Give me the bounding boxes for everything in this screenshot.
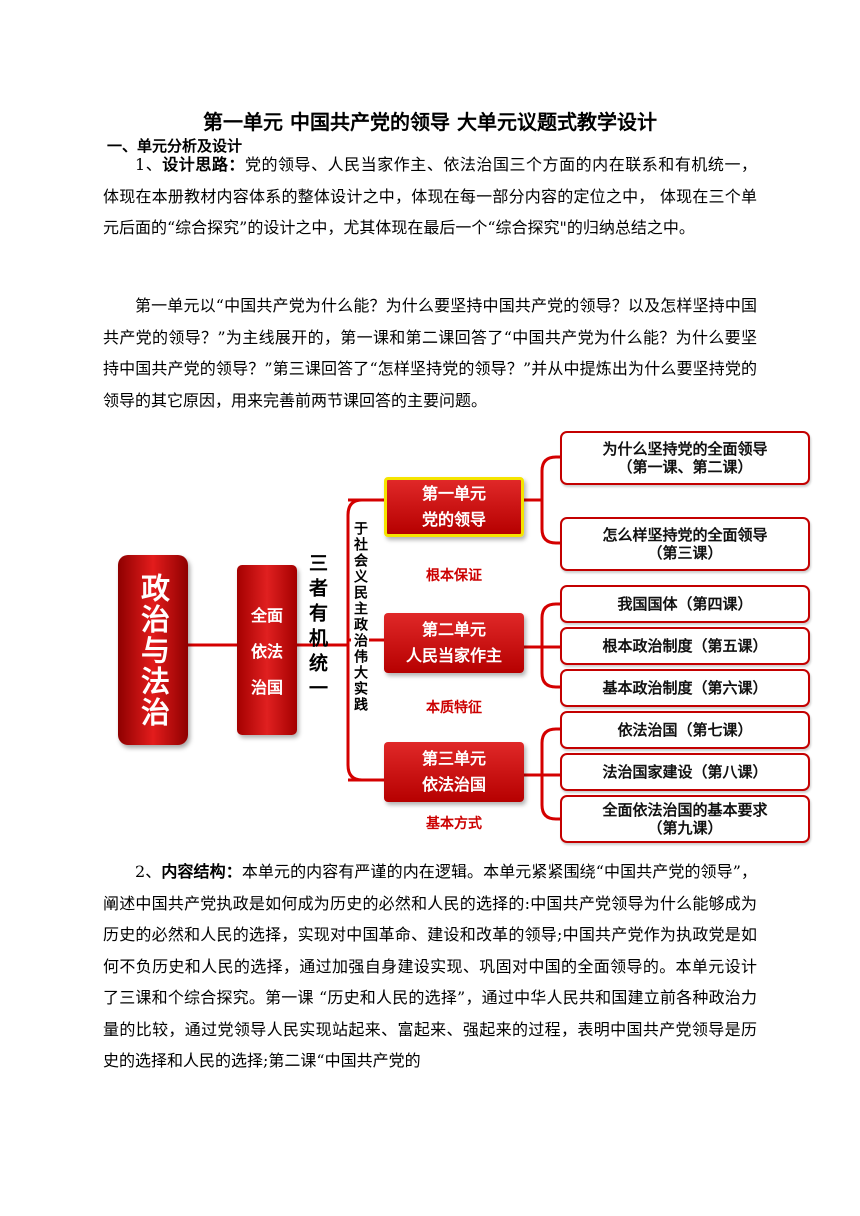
lesson-box: 怎么样坚持党的全面领导 （第三课） xyxy=(560,517,810,571)
unit-two-title: 第二单元 xyxy=(421,620,486,639)
lesson-box: 根本政治制度（第五课） xyxy=(560,627,810,665)
paragraph-unit-main-line: 第一单元以“中国共产党为什么能？为什么要坚持中国共产党的领导？以及怎样坚持中国共… xyxy=(103,296,757,410)
unit-three-subtitle: 依法治国 xyxy=(421,775,486,794)
unit-one-box: 第一单元 党的领导 xyxy=(384,477,524,537)
lesson-text: 怎么样坚持党的全面领导 xyxy=(602,526,768,544)
lesson-box: 为什么坚持党的全面领导 （第一课、第二课） xyxy=(560,431,810,485)
para-label: 内容结构： xyxy=(161,862,242,881)
lesson-box: 全面依法治国的基本要求 （第九课） xyxy=(560,795,810,843)
unit-three-title: 第三单元 xyxy=(421,749,486,768)
lesson-text: 全面依法治国的基本要求 xyxy=(602,801,768,819)
unit-three-label: 基本方式 xyxy=(426,816,482,832)
unit-three-box: 第三单元 依法治国 xyxy=(384,742,524,802)
lesson-text: 基本政治制度（第六课） xyxy=(602,679,768,697)
paragraph-design-idea: 1、设计思路：党的领导、人民当家作主、依法治国三个方面的内在联系和有机统一， 体… xyxy=(103,149,757,244)
law-text-2: 依法 xyxy=(250,642,283,661)
lesson-text: 根本政治制度（第五课） xyxy=(602,637,768,655)
lesson-subtext: （第一课、第二课） xyxy=(617,458,753,476)
organic-unity-text: 三者有机统一 xyxy=(306,553,328,703)
lesson-text: 为什么坚持党的全面领导 xyxy=(602,440,768,458)
paragraph-content-structure: 2、内容结构：本单元的内容有严谨的内在逻辑。本单元紧紧围绕“中国共产党的领导”，… xyxy=(103,856,757,1077)
lesson-text: 我国国体（第四课） xyxy=(617,595,753,613)
unit-one-label: 根本保证 xyxy=(426,568,482,584)
unit-two-box: 第二单元 人民当家作主 xyxy=(384,613,524,673)
politics-and-law-box: 政治与法治 xyxy=(118,555,188,745)
lesson-text: 法治国家建设（第八课） xyxy=(602,763,768,781)
lesson-subtext: （第九课） xyxy=(647,819,723,837)
lesson-box: 法治国家建设（第八课） xyxy=(560,753,810,791)
para-text: 党的领导、人民当家作主、依法治国三个方面的内在联系和有机统一， 体现在本册教材内… xyxy=(103,155,757,237)
law-text-1: 全面 xyxy=(250,606,283,625)
para-prefix: 1、 xyxy=(135,155,163,174)
para-prefix: 2、 xyxy=(135,862,162,881)
para-text: 本单元的内容有严谨的内在逻辑。本单元紧紧围绕“中国共产党的领导”，阐述中国共产党… xyxy=(103,862,757,1070)
page-title: 第一单元 中国共产党的领导 大单元议题式教学设计 xyxy=(203,110,657,134)
unit-two-label: 本质特征 xyxy=(426,700,482,716)
comprehensive-rule-of-law-box: 全面 依法 治国 xyxy=(237,565,297,735)
lesson-box: 依法治国（第七课） xyxy=(560,711,810,749)
unit-one-subtitle: 党的领导 xyxy=(421,510,486,529)
section-heading: 一、单元分析及设计 xyxy=(107,137,243,155)
unit-one-title: 第一单元 xyxy=(421,484,486,503)
unit-two-subtitle: 人民当家作主 xyxy=(405,646,502,665)
law-text-3: 治国 xyxy=(250,678,283,697)
lesson-box: 我国国体（第四课） xyxy=(560,585,810,623)
lesson-box: 基本政治制度（第六课） xyxy=(560,669,810,707)
practice-text: 于社会义民主政治伟大实践 xyxy=(351,521,369,713)
lesson-subtext: （第三课） xyxy=(647,544,723,562)
para-label: 设计思路： xyxy=(162,155,245,174)
unit-structure-diagram: 政治与法治 全面 依法 治国 三者有机统一 于社会义民主政治伟大实践 第一单元 … xyxy=(100,425,820,845)
lesson-text: 依法治国（第七课） xyxy=(617,721,753,739)
